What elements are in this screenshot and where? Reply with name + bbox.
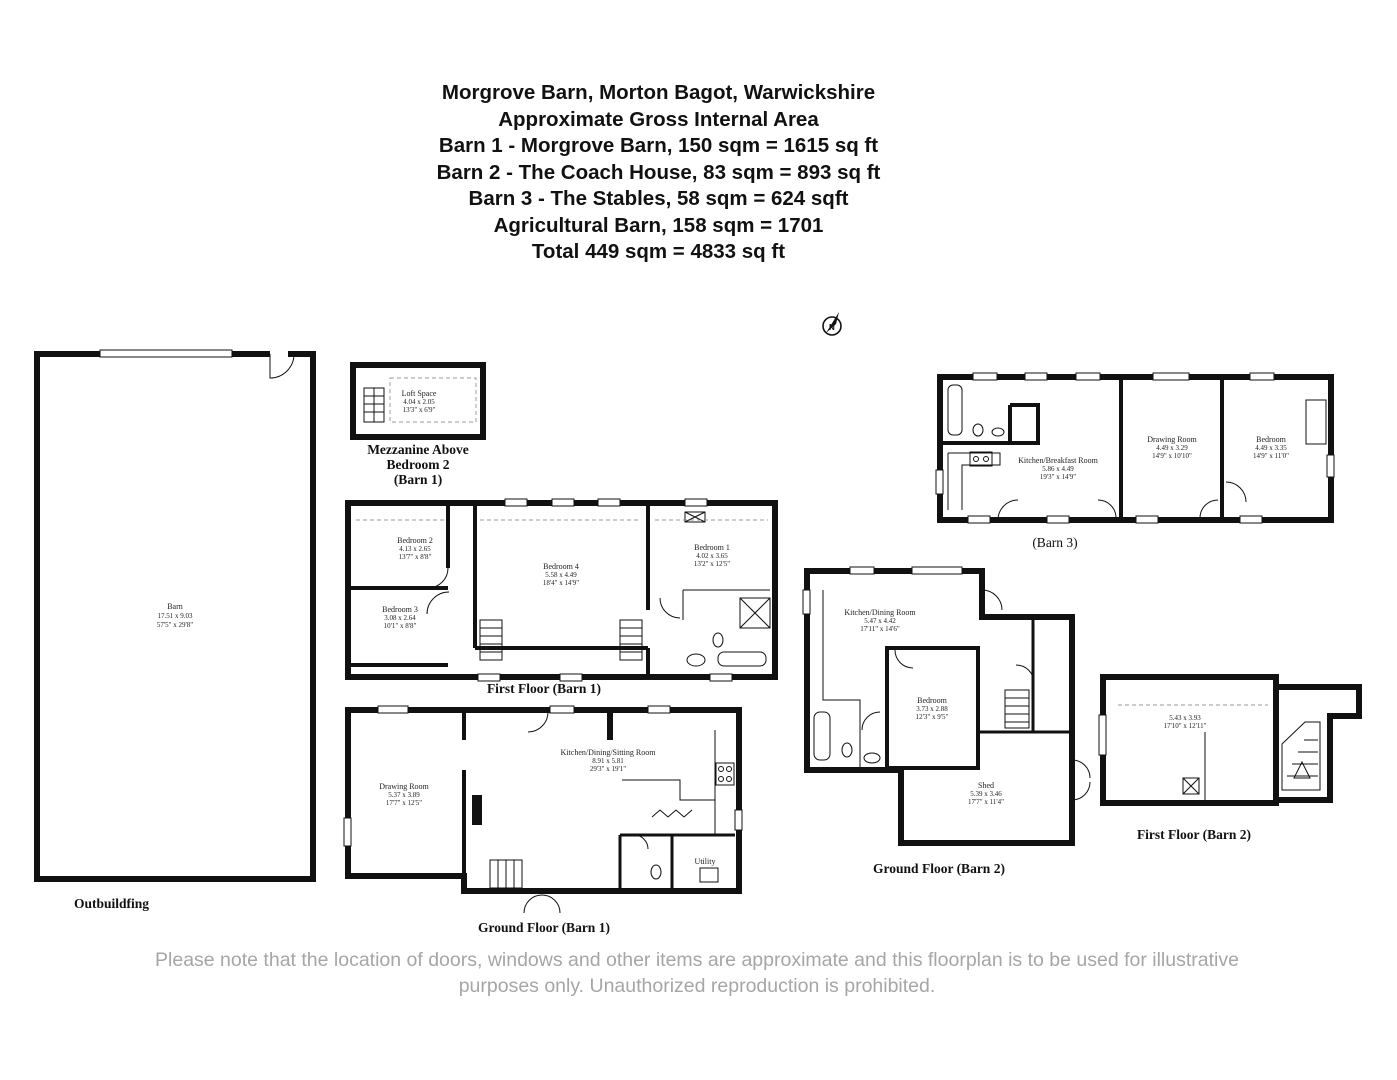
compass-letter: N (829, 323, 835, 332)
outbuilding-room-metric: 17.51 x 9.03 (158, 612, 194, 620)
barn2-bedroom-metric: 3.73 x 2.88 (916, 705, 948, 713)
bedroom2-metric: 4.13 x 2.65 (399, 545, 431, 553)
barn2-first-stair-walls (1276, 684, 1362, 803)
barn2-kitchen-name: Kitchen/Dining Room (844, 608, 916, 617)
barn1-first-floor-plan: Bedroom 2 4.13 x 2.65 13'7" x 8'8" Bedro… (345, 498, 778, 682)
barn2-bedroom-imperial: 12'3" x 9'5" (916, 713, 949, 721)
bedroom1-imperial: 13'2" x 12'5" (694, 560, 730, 568)
barn1-ground-floor-plan: Drawing Room 5.37 x 3.89 17'7" x 12'5" K… (343, 705, 743, 914)
barn3-drawing-room-name: Drawing Room (1147, 435, 1197, 444)
barn1-ground-walls (345, 707, 742, 894)
loft-room-metric: 4.04 x 2.05 (403, 398, 435, 406)
mezzanine-label-line3: (Barn 1) (394, 472, 442, 487)
barn2-kitchen-metric: 5.47 x 4.42 (864, 617, 896, 625)
outbuilding-plan: Barn 17.51 x 9.03 57'5" x 29'8" (34, 349, 316, 882)
property-title: Morgrove Barn, Morton Bagot, Warwickshir… (441, 81, 876, 104)
bedroom3-imperial: 10'1" x 8'8" (384, 622, 417, 630)
utility-name: Utility (695, 857, 716, 866)
area-barn3: Barn 3 - The Stables, 58 sqm = 624 sqft (468, 187, 849, 210)
loft-room-imperial: 13'3" x 6'9" (403, 406, 436, 414)
barn2-ground-floor-label: Ground Floor (Barn 2) (873, 861, 1005, 876)
outbuilding-room-imperial: 57'5" x 29'8" (157, 621, 193, 629)
outbuilding-label: Outbuildfing (74, 896, 149, 911)
outbuilding-window (99, 349, 233, 358)
bedroom4-imperial: 18'4" x 14'9" (543, 579, 579, 587)
barn2-ground-walls (804, 568, 1075, 846)
barn1-kitchen-imperial: 29'3" x 19'1" (590, 765, 626, 773)
barn3-label: (Barn 3) (1032, 535, 1077, 550)
bedroom3-name: Bedroom 3 (382, 605, 418, 614)
barn1-kitchen-metric: 8.91 x 5.81 (592, 757, 624, 765)
barn1-drawing-room-imperial: 17'7" x 12'5" (386, 799, 422, 807)
loft-room-name: Loft Space (402, 389, 437, 398)
barn1-kitchen-name: Kitchen/Dining/Sitting Room (561, 748, 657, 757)
barn3-drawing-room-imperial: 14'9" x 10'10" (1152, 452, 1192, 460)
barn1-drawing-room-metric: 5.37 x 3.89 (388, 791, 420, 799)
barn3-bedroom-imperial: 14'9" x 11'0" (1253, 452, 1289, 460)
disclaimer-line2: purposes only. Unauthorized reproduction… (458, 974, 936, 997)
barn2-first-room-metric: 5.43 x 3.93 (1169, 714, 1201, 722)
barn3-kitchen-imperial: 19'3" x 14'9" (1040, 473, 1076, 481)
bedroom2-name: Bedroom 2 (397, 536, 433, 545)
outbuilding-door-gap (270, 350, 288, 358)
barn3-kitchen-metric: 5.86 x 4.49 (1042, 465, 1074, 473)
area-total: Total 449 sqm = 4833 sq ft (531, 240, 786, 263)
compass-icon: N (822, 312, 842, 336)
bedroom3-metric: 3.08 x 2.64 (384, 614, 416, 622)
bedroom4-metric: 5.58 x 4.49 (545, 571, 577, 579)
mezzanine-plan: Loft Space 4.04 x 2.05 13'3" x 6'9" (350, 362, 486, 440)
shed-imperial: 17'7" x 11'4" (968, 798, 1004, 806)
bedroom4-name: Bedroom 4 (543, 562, 579, 571)
shed-name: Shed (978, 781, 994, 790)
outbuilding-room-name: Barn (167, 602, 183, 611)
area-barn2: Barn 2 - The Coach House, 83 sqm = 893 s… (436, 160, 881, 184)
area-summary: Morgrove Barn, Morton Bagot, Warwickshir… (0, 80, 1317, 266)
barn3-drawing-room-metric: 4.49 x 3.29 (1156, 444, 1188, 452)
barn1-ground-floor-label: Ground Floor (Barn 1) (478, 920, 610, 935)
mezzanine-walls (350, 362, 486, 440)
barn2-ground-floor-plan: Kitchen/Dining Room 5.47 x 4.42 17'11" x… (802, 566, 1091, 846)
area-barn1: Barn 1 - Morgrove Barn, 150 sqm = 1615 s… (438, 134, 879, 157)
barn2-kitchen-imperial: 17'11" x 14'6" (860, 625, 900, 633)
disclaimer: Please note that the location of doors, … (0, 948, 1394, 999)
area-agricultural-barn: Agricultural Barn, 158 sqm = 1701 (493, 213, 824, 237)
bedroom2-imperial: 13'7" x 8'8" (399, 553, 432, 561)
bedroom1-name: Bedroom 1 (694, 543, 730, 552)
barn2-bedroom-name: Bedroom (917, 696, 948, 705)
barn2-first-floor-label: First Floor (Barn 2) (1137, 827, 1251, 842)
disclaimer-line1: Please note that the location of doors, … (155, 949, 1239, 971)
barn3-kitchen-name: Kitchen/Breakfast Room (1018, 456, 1099, 465)
barn3-bedroom-name: Bedroom (1256, 435, 1287, 444)
area-subtitle: Approximate Gross Internal Area (498, 107, 819, 131)
mezzanine-label-line2: Bedroom 2 (386, 457, 449, 472)
barn2-first-room-imperial: 17'10" x 12'11" (1164, 722, 1207, 730)
barn2-first-floor-plan: 5.43 x 3.93 17'10" x 12'11" (1098, 674, 1362, 806)
barn1-drawing-room-name: Drawing Room (379, 782, 429, 791)
barn3-bedroom-metric: 4.49 x 3.35 (1255, 444, 1287, 452)
barn1-first-floor-label: First Floor (Barn 1) (487, 681, 601, 696)
outbuilding-door-swing (269, 353, 295, 379)
shed-metric: 5.39 x 3.46 (970, 790, 1002, 798)
bedroom1-metric: 4.02 x 3.65 (696, 552, 728, 560)
barn3-plan: Kitchen/Breakfast Room 5.86 x 4.49 19'3"… (935, 372, 1335, 524)
mezzanine-label-line1: Mezzanine Above (367, 442, 469, 457)
